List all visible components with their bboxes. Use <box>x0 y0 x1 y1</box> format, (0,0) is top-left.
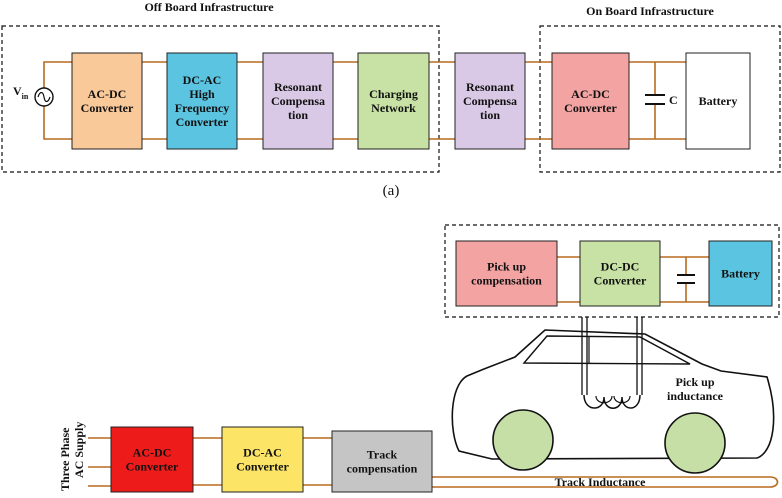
panel-a-blocks: AC-DCConverterDC-ACHighFrequencyConverte… <box>71 52 751 150</box>
battery-box <box>685 52 751 150</box>
battery-label-line: Battery <box>721 267 760 281</box>
vehicle-window <box>522 335 691 365</box>
resonant-compensation-1-label-line: tion <box>288 108 308 122</box>
dc-ac-converter-label-line: Converter <box>236 460 289 474</box>
resonant-compensation-2-label-line: Resonant <box>466 80 514 94</box>
dc-ac-hf-converter-box <box>166 52 238 150</box>
on-board-boundary <box>539 25 781 173</box>
front-wheel <box>492 409 554 471</box>
dc-dc-converter-box <box>579 240 661 307</box>
ac-dc-converter-box <box>71 52 143 150</box>
ac-dc-converter-label-line: AC-DC <box>133 446 172 460</box>
track-compensation-label-line: compensation <box>347 462 418 476</box>
off-board-title: Off Board Infrastructure <box>144 0 274 14</box>
track-compensation-box <box>331 430 433 493</box>
onboard-ac-dc-converter-label-line: AC-DC <box>571 87 610 101</box>
onboard-ac-dc-converter-box <box>551 52 630 150</box>
dc-ac-hf-converter-label-line: Converter <box>176 115 229 129</box>
pickup-compensation-label-line: compensation <box>471 274 542 288</box>
charging-network-label-line: Network <box>371 101 416 115</box>
resonant-compensation-2-label-line: Compensa <box>463 94 517 108</box>
ac-dc-converter-box <box>110 426 194 493</box>
off-board-boundary <box>1 25 440 173</box>
capacitor-b <box>677 274 695 284</box>
supply-label-line2: AC Supply <box>72 422 86 478</box>
resonant-compensation-2-label-line: tion <box>480 108 500 122</box>
battery-block: Battery <box>685 52 751 150</box>
panel-a-caption: (a) <box>383 183 400 199</box>
source-label: Vin <box>13 84 29 101</box>
dc-ac-converter-box <box>221 426 304 493</box>
track-compensation-label-line: Track <box>367 448 398 462</box>
panel-a-wiring <box>43 61 686 140</box>
supply-label-line1: Three Phase <box>58 427 72 491</box>
battery-label-line: Battery <box>699 94 738 108</box>
onboard-ac-dc-converter-label-line: Converter <box>564 101 617 115</box>
charging-network-box <box>357 52 430 150</box>
pickup-compensation-label-line: Pick up <box>487 260 526 274</box>
pickup-coil <box>581 317 643 409</box>
on-board-title: On Board Infrastructure <box>586 4 714 18</box>
ac-dc-converter-label-line: Converter <box>126 460 179 474</box>
rear-wheel <box>664 412 726 474</box>
pickup-onboard-boundary <box>444 224 780 318</box>
battery-box <box>708 240 773 307</box>
ac-source-icon <box>34 87 54 107</box>
capacitor-label: C <box>669 93 678 107</box>
dc-dc-converter-label-line: Converter <box>594 274 647 288</box>
panel-b-wiring <box>88 256 779 488</box>
resonant-compensation-1-label-line: Compensa <box>271 94 325 108</box>
resonant-compensation-2-box <box>454 52 526 150</box>
capacitor-c: C <box>645 93 678 107</box>
ac-dc-converter-label-line: AC-DC <box>88 87 127 101</box>
resonant-compensation-1-label-line: Resonant <box>274 80 322 94</box>
battery-block: Battery <box>708 240 773 307</box>
resonant-compensation-1-box <box>262 52 334 150</box>
dc-ac-hf-converter-label-line: DC-AC <box>183 73 222 87</box>
dc-ac-hf-converter-label-line: Frequency <box>175 101 229 115</box>
panel-a: Off Board Infrastructure On Board Infras… <box>1 0 781 199</box>
pickup-compensation-box <box>455 240 558 307</box>
dc-ac-converter-label-line: DC-AC <box>243 446 282 460</box>
panel-b: Pick up inductance Track Inductance Thre… <box>58 224 780 493</box>
dc-ac-hf-converter-label-line: High <box>189 87 215 101</box>
dc-dc-converter-label-line: DC-DC <box>601 260 640 274</box>
charging-network-label-line: Charging <box>369 87 418 101</box>
vehicle-outline <box>451 329 775 474</box>
pickup-inductance-label-line1: Pick up <box>675 375 714 389</box>
pickup-inductance-label-line2: inductance <box>667 389 724 403</box>
track-inductance-label: Track Inductance <box>555 475 646 489</box>
ac-dc-converter-label-line: Converter <box>81 101 134 115</box>
panel-b-blocks: AC-DCConverterDC-ACConverterTrackcompens… <box>110 240 773 493</box>
